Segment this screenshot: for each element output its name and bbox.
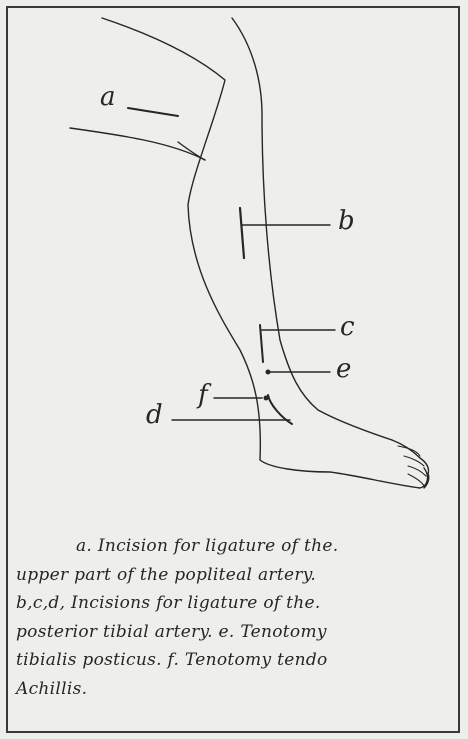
leg-front-outline: [232, 18, 392, 440]
point-e: [266, 370, 270, 374]
caption-line: upper part of the popliteal artery.: [16, 561, 456, 590]
point-f: [264, 396, 268, 400]
label-a: a: [100, 84, 116, 110]
figure-caption: a. Incision for ligature of the. upper p…: [16, 532, 456, 703]
caption-line: tibialis posticus. f. Tenotomy tendo: [16, 646, 456, 675]
toe-line-3: [408, 466, 426, 476]
toe-line-4: [408, 474, 424, 486]
knee-crease: [70, 128, 205, 160]
toe-line-2: [404, 456, 424, 466]
label-f: f: [198, 382, 208, 408]
caption-line: Achillis.: [16, 675, 456, 704]
caption-line: b,c,d, Incisions for ligature of the.: [16, 589, 456, 618]
caption-line: a. Incision for ligature of the.: [16, 532, 456, 561]
label-e: e: [336, 356, 351, 382]
incision-b: [240, 208, 244, 258]
label-b: b: [338, 208, 355, 234]
caption-line: posterior tibial artery. e. Tenotomy: [16, 618, 456, 647]
label-d: d: [146, 402, 163, 428]
toes-outline: [392, 440, 429, 488]
label-c: c: [340, 314, 355, 340]
